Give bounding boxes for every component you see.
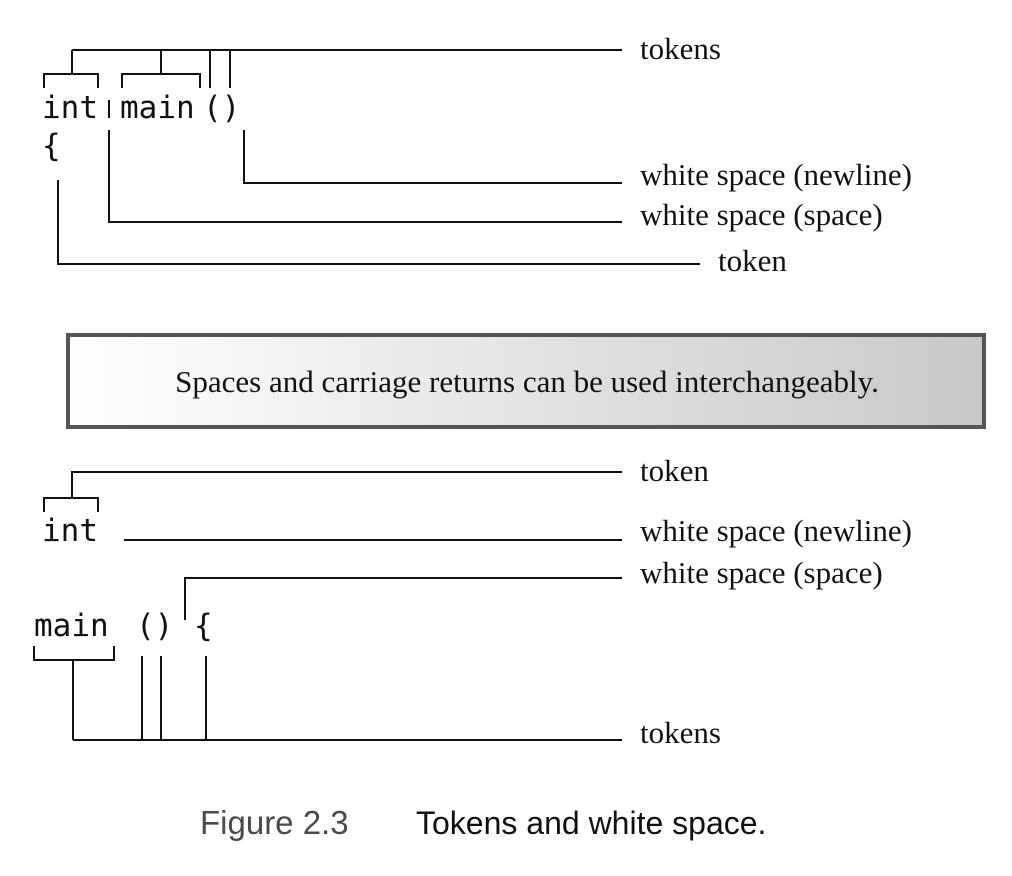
top-diagram: int main () { tokens white space (newlin… (42, 31, 912, 278)
code-parentheses: () (203, 90, 240, 126)
figure-caption: Figure 2.3 Tokens and white space. (200, 804, 766, 841)
label-ws-newline-bottom: white space (newline) (640, 513, 912, 548)
leader-ws-space (108, 130, 622, 223)
caption-number: Figure 2.3 (200, 804, 349, 841)
bracket-main-bottom (33, 646, 115, 661)
bottom-diagram: int main () { token white space (newline… (33, 453, 912, 750)
leader-ws-space-bottom (184, 577, 622, 620)
label-token: token (718, 243, 787, 278)
code-open-brace: { (42, 128, 61, 164)
bracket-main (121, 73, 201, 88)
code-int-keyword-bottom: int (42, 513, 98, 549)
label-ws-newline: white space (newline) (640, 157, 912, 192)
caption-text: Tokens and white space. (416, 805, 766, 841)
leader-token-bottom (71, 471, 622, 498)
note-box: Spaces and carriage returns can be used … (66, 333, 986, 429)
code-parentheses-bottom: () (136, 608, 173, 644)
code-open-brace-bottom: { (194, 608, 213, 644)
label-tokens-bottom: tokens (640, 715, 721, 750)
leader-ws-newline (243, 130, 622, 184)
label-tokens: tokens (640, 31, 721, 66)
bracket-int (43, 73, 99, 88)
label-ws-space-bottom: white space (space) (640, 555, 883, 590)
label-ws-space: white space (space) (640, 197, 883, 232)
leader-token-brace (57, 180, 700, 265)
code-int-keyword: int (42, 90, 98, 126)
code-main-identifier-bottom: main (34, 608, 109, 644)
code-main-identifier: main (120, 90, 195, 126)
note-box-frame (66, 333, 986, 429)
label-token-bottom: token (640, 453, 709, 488)
bracket-int-bottom (43, 497, 99, 512)
note-text: Spaces and carriage returns can be used … (175, 364, 879, 399)
